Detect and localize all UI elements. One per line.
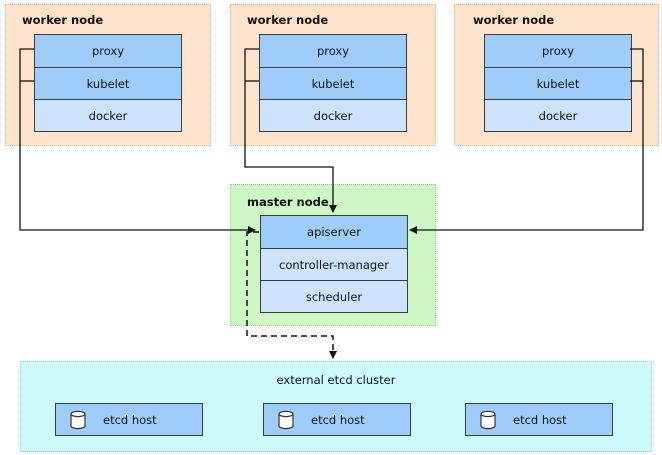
worker1-to-apiserver-connector — [19, 48, 256, 234]
master-node-title: master node — [247, 195, 329, 209]
docker-component: docker — [485, 99, 631, 131]
etcd-host-label: etcd host — [311, 412, 365, 427]
worker3-to-apiserver-connector — [409, 48, 644, 234]
database-icon — [70, 410, 86, 429]
database-icon — [278, 410, 294, 429]
kubelet-component: kubelet — [260, 67, 406, 99]
scheduler-component: scheduler — [261, 280, 407, 312]
docker-component: docker — [35, 99, 181, 131]
worker-component-stack: proxy kubelet docker — [484, 34, 632, 132]
worker-component-stack: proxy kubelet docker — [34, 34, 182, 132]
etcd-host-label: etcd host — [513, 412, 567, 427]
kubelet-component: kubelet — [485, 67, 631, 99]
proxy-component: proxy — [35, 35, 181, 67]
worker2-to-apiserver-connector — [244, 48, 337, 213]
etcd-host: etcd host — [263, 403, 411, 436]
controller-manager-component: controller-manager — [261, 248, 407, 280]
etcd-host: etcd host — [465, 403, 613, 436]
master-node: master node apiserver controller-manager… — [230, 184, 436, 326]
apiserver-to-etcd-connector — [246, 231, 337, 359]
etcd-host: etcd host — [55, 403, 203, 436]
etcd-cluster: external etcd cluster etcd host etcd hos… — [20, 361, 652, 452]
apiserver-component: apiserver — [261, 216, 407, 248]
kubelet-component: kubelet — [35, 67, 181, 99]
master-component-stack: apiserver controller-manager scheduler — [260, 215, 408, 313]
etcd-host-label: etcd host — [103, 412, 157, 427]
worker-component-stack: proxy kubelet docker — [259, 34, 407, 132]
database-icon — [480, 410, 496, 429]
worker-node-title: worker node — [247, 13, 329, 27]
worker-node-title: worker node — [22, 13, 104, 27]
worker-node-3: worker node proxy kubelet docker — [454, 4, 659, 146]
worker-node-title: worker node — [473, 13, 555, 27]
proxy-component: proxy — [260, 35, 406, 67]
worker-node-1: worker node proxy kubelet docker — [5, 4, 211, 146]
docker-component: docker — [260, 99, 406, 131]
etcd-cluster-title: external etcd cluster — [276, 373, 396, 387]
worker-node-2: worker node proxy kubelet docker — [230, 4, 436, 146]
proxy-component: proxy — [485, 35, 631, 67]
